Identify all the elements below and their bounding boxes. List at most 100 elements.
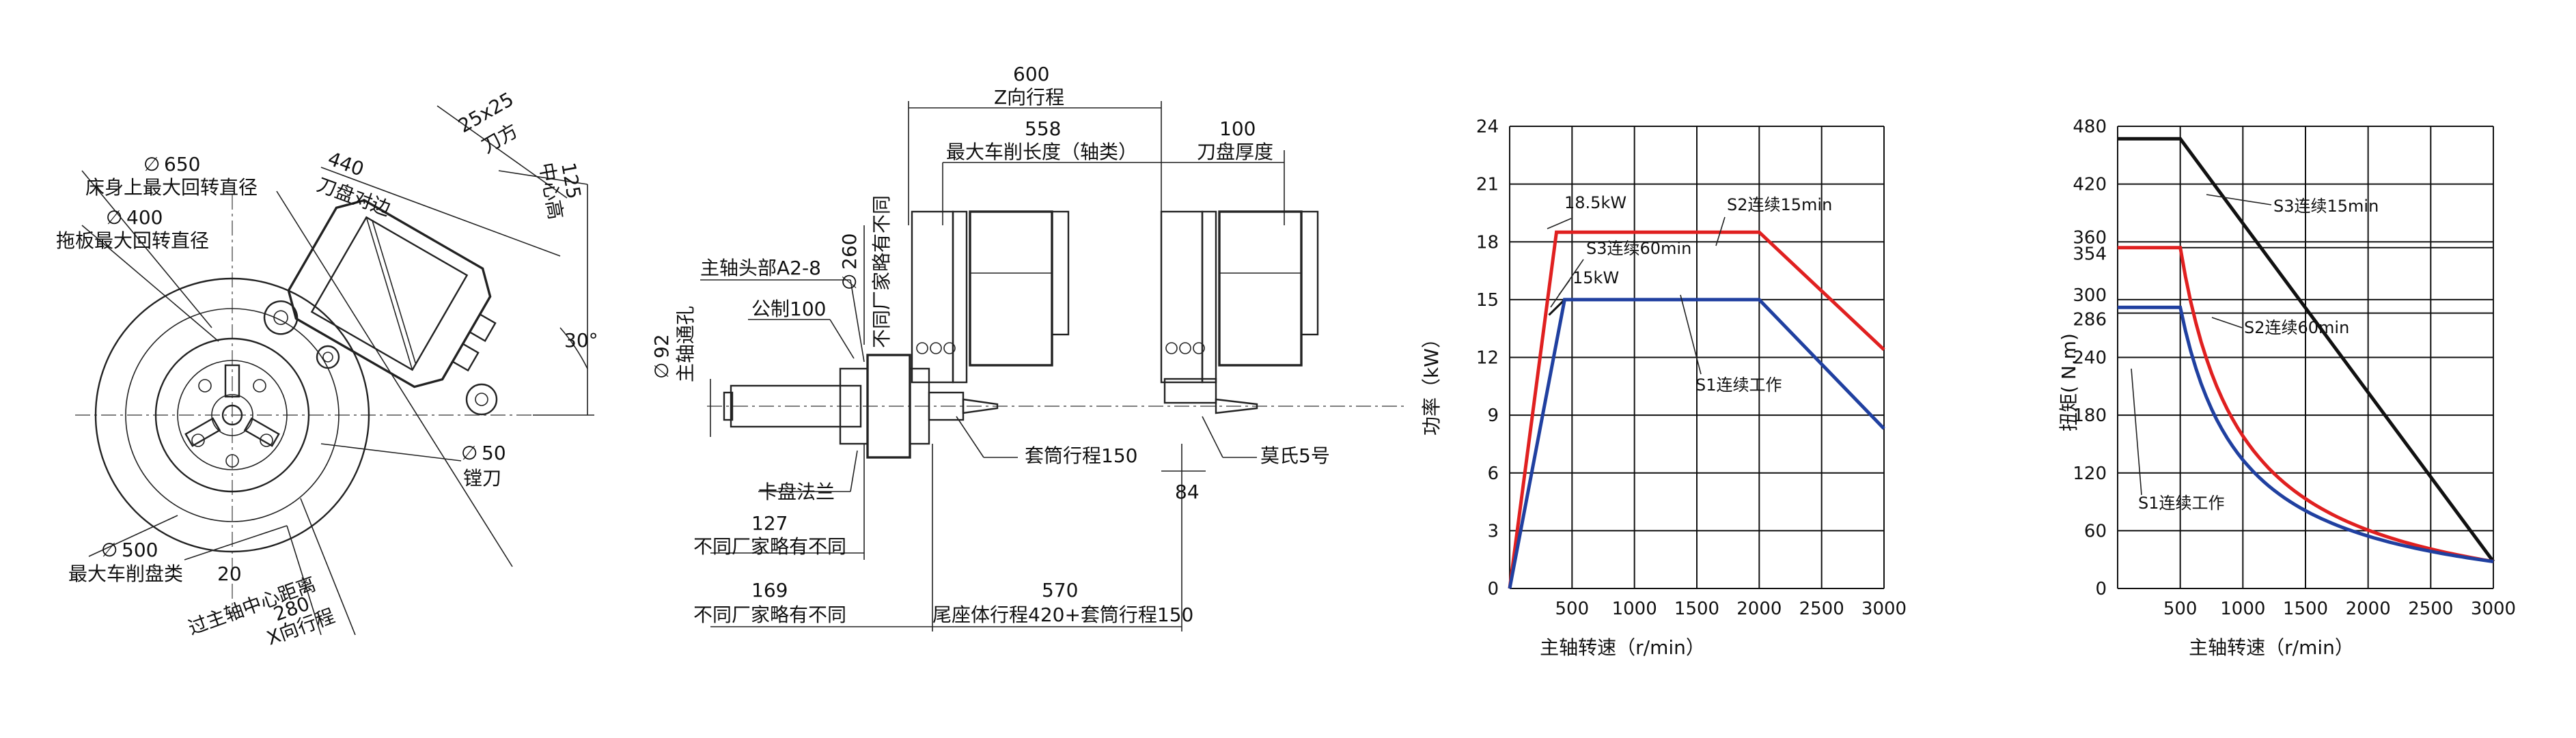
- dim-50: 50: [482, 442, 506, 464]
- dim-600-desc: Z向行程: [994, 86, 1064, 109]
- y-tick-label: 18: [1476, 232, 1499, 253]
- dim-650-desc: 床身上最大回转直径: [85, 176, 258, 199]
- y-tick-label: 3: [1487, 521, 1499, 541]
- torque-chart-xlabel: 主轴转速（r/min）: [2189, 636, 2354, 659]
- dim-20: 20: [217, 563, 242, 585]
- dim-558: 558: [1025, 117, 1061, 140]
- y-tick-label: 300: [2073, 285, 2107, 306]
- y-tick-label: 240: [2073, 348, 2107, 369]
- series-line-3: [1508, 298, 1885, 589]
- dim-100: 100: [1219, 117, 1256, 140]
- dim-260-diameter: ∅: [838, 274, 861, 290]
- dim-500-desc: 最大车削盘类: [68, 563, 183, 585]
- chuck-outer-circle: [154, 337, 310, 493]
- x-tick-label: 500: [2163, 599, 2198, 619]
- quill-label: 套筒行程150: [1025, 444, 1137, 467]
- dim-570-desc: 尾座体行程420+套筒行程150: [932, 604, 1193, 626]
- y-tick-label: 0: [2095, 579, 2107, 599]
- turret-block-left: [911, 210, 1070, 421]
- x-tick-label: 1000: [2220, 599, 2265, 619]
- torque-label-s1: S1连续工作: [2138, 494, 2225, 513]
- power-label-15kw: 15kW: [1573, 268, 1619, 287]
- y-tick-label: 6: [1487, 464, 1499, 484]
- dim-570: 570: [1042, 579, 1078, 601]
- y-tick-label: 12: [1476, 348, 1499, 369]
- y-tick-label: 480: [2073, 117, 2107, 137]
- x-tick-label: 2000: [2346, 599, 2391, 619]
- series-line-1: [2118, 137, 2495, 563]
- turret-body: [263, 199, 497, 388]
- dim-50-diameter: ∅: [461, 442, 477, 464]
- series-line-3: [2118, 305, 2494, 563]
- dim-650: 650: [164, 153, 200, 175]
- series-line-2: [1548, 298, 1566, 316]
- swing-circle-500: [125, 308, 340, 522]
- x-tick-label: 500: [1555, 599, 1590, 619]
- morse-label: 莫氏5号: [1260, 444, 1330, 467]
- y-tick-label: 286: [2073, 310, 2107, 330]
- y-tick-label: 15: [1476, 290, 1499, 311]
- power-chart: 500 1000 1500 2000 2500 3000 0 3 6 9 12 15 18 21 24 主轴…: [1420, 117, 1907, 659]
- y-tick-label: 0: [1487, 579, 1499, 599]
- dim-127-desc: 不同厂家略有不同: [693, 535, 846, 558]
- y-tick-label: 180: [2073, 406, 2107, 426]
- dim-127: 127: [751, 512, 788, 535]
- x-tick-label: 1500: [1674, 599, 1719, 619]
- dim-400-diameter: ∅: [106, 206, 122, 229]
- y-tick-label: 120: [2073, 464, 2107, 484]
- power-label-s3: S3连续60min: [1586, 239, 1691, 258]
- torque-chart-ylabel: 扭矩( N.m): [2058, 333, 2080, 431]
- chuck-front-view: ∅ 650 床身上最大回转直径 ∅ 400 拖板最大回转直径 440 刀盘对边 …: [56, 88, 598, 650]
- series-line-1: [1508, 230, 1885, 589]
- torque-chart-series: [2118, 137, 2495, 563]
- torque-label-s2: S2连续60min: [2244, 318, 2349, 337]
- torque-chart-grid: [2117, 126, 2494, 589]
- power-chart-ylabel: 功率（kW）: [1420, 329, 1443, 436]
- x-tick-label: 2500: [1799, 599, 1844, 619]
- dim-500: 500: [122, 539, 158, 561]
- dim-500-diameter: ∅: [101, 539, 117, 561]
- x-tick-label: 3000: [1861, 599, 1907, 619]
- x-tick-label: 1000: [1612, 599, 1657, 619]
- swing-circle-650: [94, 277, 370, 553]
- power-chart-series: [1508, 230, 1885, 589]
- dim-600: 600: [1013, 63, 1049, 85]
- power-chart-xlabel: 主轴转速（r/min）: [1540, 636, 1705, 659]
- dim-92-diameter: ∅: [650, 363, 673, 379]
- series-line-2: [2118, 246, 2494, 563]
- chuck-flange-label: 卡盘法兰: [758, 481, 835, 503]
- y-tick-label: 9: [1487, 406, 1499, 426]
- angle-30: 30°: [564, 329, 598, 352]
- dim-92-desc: 主轴通孔: [674, 306, 697, 382]
- power-chart-ticks: 500 1000 1500 2000 2500 3000 0 3 6 9 12 15 18 21 24: [1476, 117, 1907, 619]
- dim-50-desc: 镗刀: [463, 467, 501, 489]
- dim-260-desc: 不同厂家略有不同: [870, 195, 893, 348]
- spindle-nose-label: 主轴头部A2-8: [700, 257, 821, 279]
- power-chart-grid: [1509, 126, 1885, 589]
- x-tick-label: 1500: [2283, 599, 2328, 619]
- dim-650-diameter: ∅: [143, 153, 160, 175]
- y-tick-label: 24: [1476, 117, 1499, 137]
- y-tick-label: 360: [2073, 227, 2107, 248]
- y-tick-label: 60: [2084, 521, 2107, 541]
- metric-label: 公制100: [751, 298, 826, 320]
- power-label-s2: S2连续15min: [1727, 195, 1832, 214]
- dim-558-desc: 最大车削长度（轴类）: [946, 141, 1137, 163]
- dim-92: 92: [650, 334, 673, 358]
- dim-400-desc: 拖板最大回转直径: [56, 229, 209, 252]
- y-tick-label: 354: [2073, 244, 2107, 265]
- x-tick-label: 2500: [2408, 599, 2453, 619]
- chuck-jaws: [184, 364, 280, 468]
- dim-440: 440: [325, 147, 368, 181]
- dim-440-desc: 刀盘对边: [314, 173, 394, 221]
- side-view: 600 Z向行程 558 最大车削长度（轴类） 100 刀盘厚度 ∅ 260 不…: [650, 63, 1407, 631]
- dim-84: 84: [1175, 481, 1200, 503]
- y-tick-label: 21: [1476, 175, 1499, 195]
- dim-169: 169: [751, 579, 788, 601]
- x-tick-label: 2000: [1736, 599, 1782, 619]
- torque-label-s3: S3连续15min: [2273, 197, 2379, 216]
- y-tick-label: 420: [2073, 175, 2107, 195]
